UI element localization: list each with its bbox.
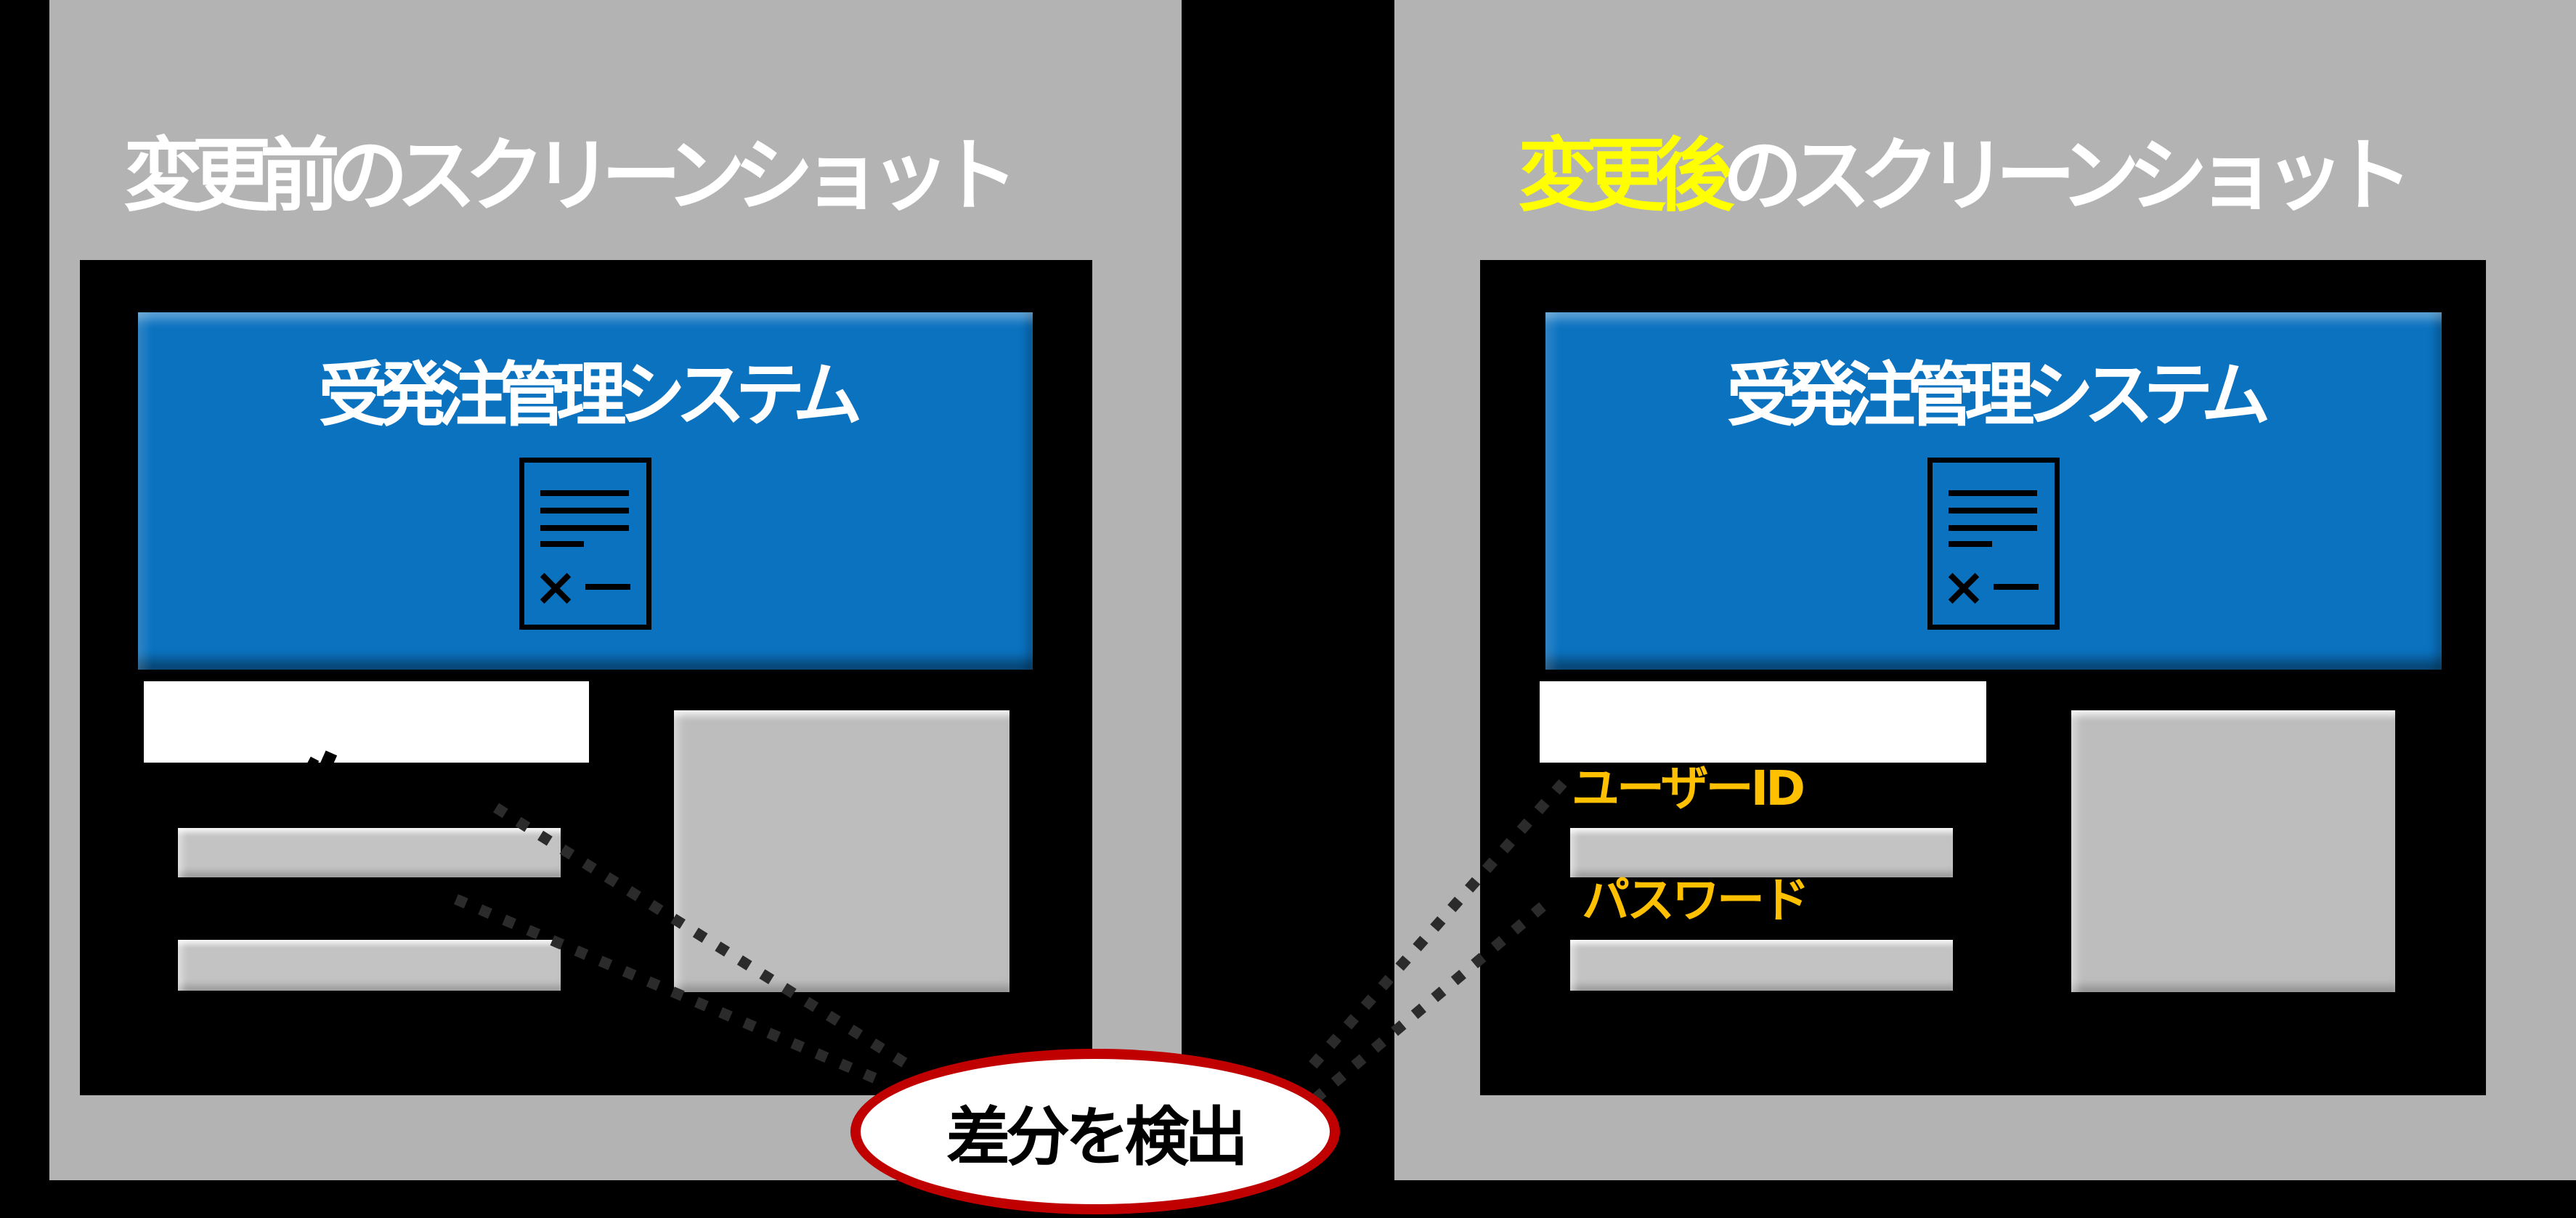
document-icon-x-mark bbox=[1946, 570, 1982, 606]
user-id-field bbox=[178, 828, 561, 877]
document-icon-line bbox=[1949, 525, 2037, 531]
app-title: 受発注管理システム bbox=[1726, 354, 2270, 436]
password-label: パスワード bbox=[1582, 872, 1810, 928]
side-button bbox=[2071, 710, 2395, 992]
diff-callout: 差分を検出 bbox=[850, 1049, 1340, 1214]
document-icon-line bbox=[540, 508, 629, 513]
white-highlight-area bbox=[144, 681, 589, 763]
side-button bbox=[674, 710, 1009, 992]
user-id-field bbox=[1570, 828, 1953, 877]
document-icon-dash bbox=[1994, 584, 2039, 590]
document-icon-line bbox=[540, 490, 629, 496]
after-panel-title: 変更後のスクリーンショット bbox=[1518, 110, 2413, 227]
app-header: 受発注管理システム bbox=[1545, 312, 2442, 670]
diff-callout-label: 差分を検出 bbox=[946, 1099, 1248, 1174]
before-screenshot: 受発注管理システム bbox=[80, 260, 1092, 1095]
after-panel: 変更後のスクリーンショット 受発注管理システム ユーザーID パスワード bbox=[1394, 0, 2576, 1180]
after-title-text: のスクリーンショット bbox=[1723, 129, 2413, 222]
password-field bbox=[178, 940, 561, 991]
app-header: 受発注管理システム bbox=[138, 312, 1033, 670]
before-title-text: 変更前のスクリーンショット bbox=[123, 129, 1018, 222]
document-icon-line bbox=[540, 525, 629, 531]
document-icon-line bbox=[1949, 508, 2037, 513]
app-title: 受発注管理システム bbox=[318, 354, 862, 436]
after-screenshot: 受発注管理システム ユーザーID パスワード bbox=[1480, 260, 2486, 1095]
text-remnant-artifact bbox=[306, 751, 340, 773]
after-title-highlight: 変更後 bbox=[1518, 129, 1734, 222]
user-id-label: ユーザーID bbox=[1572, 760, 1805, 816]
document-icon-x-mark bbox=[537, 570, 574, 606]
white-highlight-area bbox=[1540, 681, 1986, 763]
document-icon-dash bbox=[585, 584, 630, 590]
before-panel: 変更前のスクリーンショット 受発注管理システム bbox=[49, 0, 1182, 1180]
password-field bbox=[1570, 940, 1953, 991]
document-icon bbox=[1927, 458, 2060, 630]
document-icon bbox=[519, 458, 651, 630]
document-icon-line bbox=[1949, 490, 2037, 496]
document-icon-line bbox=[540, 541, 584, 547]
before-panel-title: 変更前のスクリーンショット bbox=[123, 110, 1018, 227]
document-icon-line bbox=[1949, 541, 1992, 547]
